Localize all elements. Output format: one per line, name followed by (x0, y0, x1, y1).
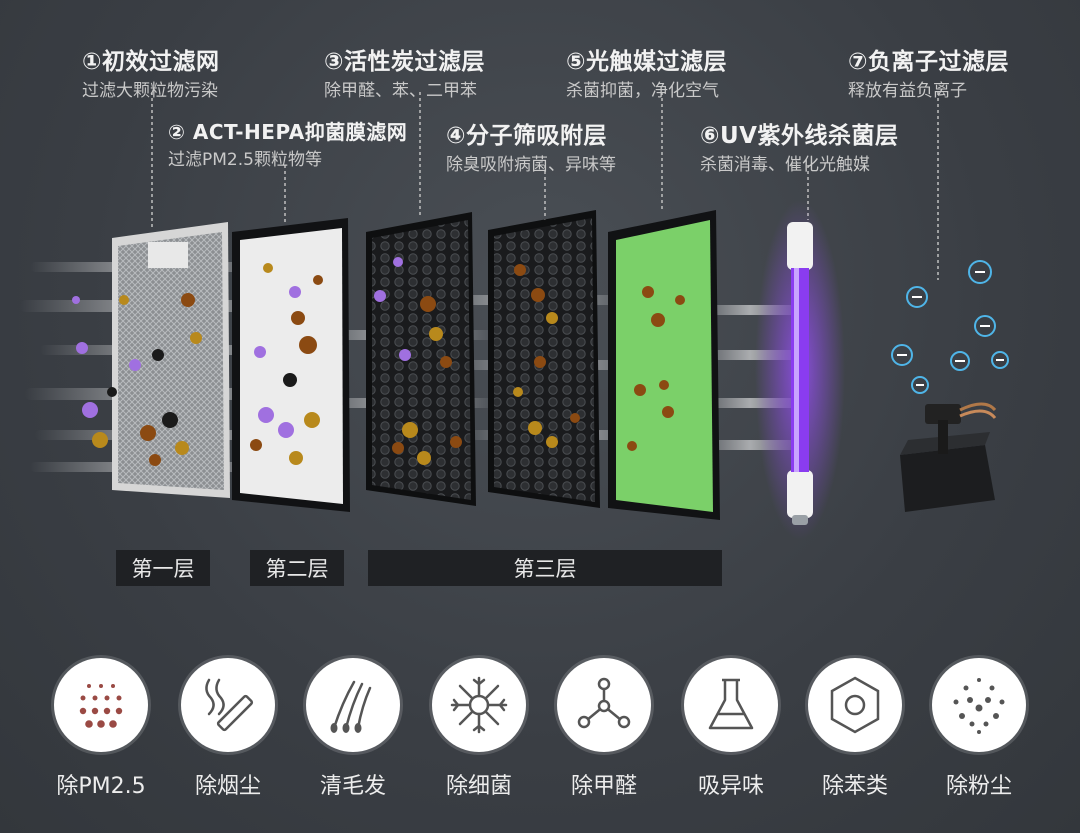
pollutant-particles (72, 257, 685, 466)
feature-label-odor: 吸异味 (697, 774, 764, 799)
hepa-filter (232, 218, 350, 512)
stage-2-tag: 第二层 (250, 550, 344, 586)
negative-ion-generator (900, 402, 997, 512)
layer-4-title: ④分子筛吸附层 (446, 123, 607, 149)
layer-5-title: ⑤光触媒过滤层 (566, 49, 727, 75)
feature-label-smoke: 除烟尘 (194, 774, 261, 799)
negative-ions (891, 260, 1009, 394)
layer-3-title: ③活性炭过滤层 (324, 49, 485, 75)
layer-4-label: ④分子筛吸附层 除臭吸附病菌、异味等 (446, 116, 616, 175)
feature-label-bacteria: 除细菌 (445, 774, 512, 799)
layer-5-label: ⑤光触媒过滤层 杀菌抑菌，净化空气 (566, 42, 727, 101)
layer-7-desc: 释放有益负离子 (848, 81, 967, 101)
layer-5-desc: 杀菌抑菌，净化空气 (566, 81, 719, 101)
layer-1-desc: 过滤大颗粒物污染 (82, 81, 218, 101)
cigarette-smoke-icon (181, 658, 275, 752)
feature-label-benzene: 除苯类 (821, 774, 888, 799)
layer-2-title: ② ACT-HEPA抑菌膜滤网 (168, 120, 408, 144)
feature-label-dust: 除粉尘 (945, 774, 1012, 799)
layer-7-title: ⑦负离子过滤层 (848, 49, 1009, 75)
uv-lamp (755, 200, 845, 540)
layer-2-desc: 过滤PM2.5颗粒物等 (168, 150, 322, 170)
stage-3-tag: 第三层 (368, 550, 722, 586)
layer-7-label: ⑦负离子过滤层 释放有益负离子 (848, 42, 1009, 101)
layer-2-label: ② ACT-HEPA抑菌膜滤网 过滤PM2.5颗粒物等 (168, 116, 407, 170)
layer-3-desc: 除甲醛、苯、二甲苯 (324, 81, 477, 101)
flask-icon (684, 658, 778, 752)
hair-icon (306, 658, 400, 752)
dots-grid-icon (54, 658, 148, 752)
dust-dots-icon (932, 658, 1026, 752)
leader-lines (151, 92, 939, 280)
layer-1-label: ①初效过滤网 过滤大颗粒物污染 (82, 42, 219, 101)
layer-6-label: ⑥UV紫外线杀菌层 杀菌消毒、催化光触媒 (700, 116, 898, 175)
layer-4-desc: 除臭吸附病菌、异味等 (446, 155, 616, 175)
feature-label-pm25: 除PM2.5 (56, 774, 146, 799)
benzene-hexagon-icon (808, 658, 902, 752)
layer-6-title: ⑥UV紫外线杀菌层 (700, 123, 899, 149)
molecule-icon (557, 658, 651, 752)
activated-carbon-filter (366, 212, 476, 506)
layer-1-title: ①初效过滤网 (82, 49, 220, 75)
primary-mesh-filter (112, 222, 230, 498)
layer-6-desc: 杀菌消毒、催化光触媒 (700, 155, 870, 175)
feature-label-hair: 清毛发 (319, 774, 386, 799)
bacteria-icon (432, 658, 526, 752)
feature-label-formaldehyde: 除甲醛 (570, 774, 637, 799)
layer-3-label: ③活性炭过滤层 除甲醛、苯、二甲苯 (324, 42, 485, 101)
stage-1-tag: 第一层 (116, 550, 210, 586)
photocatalyst-filter (608, 210, 720, 520)
